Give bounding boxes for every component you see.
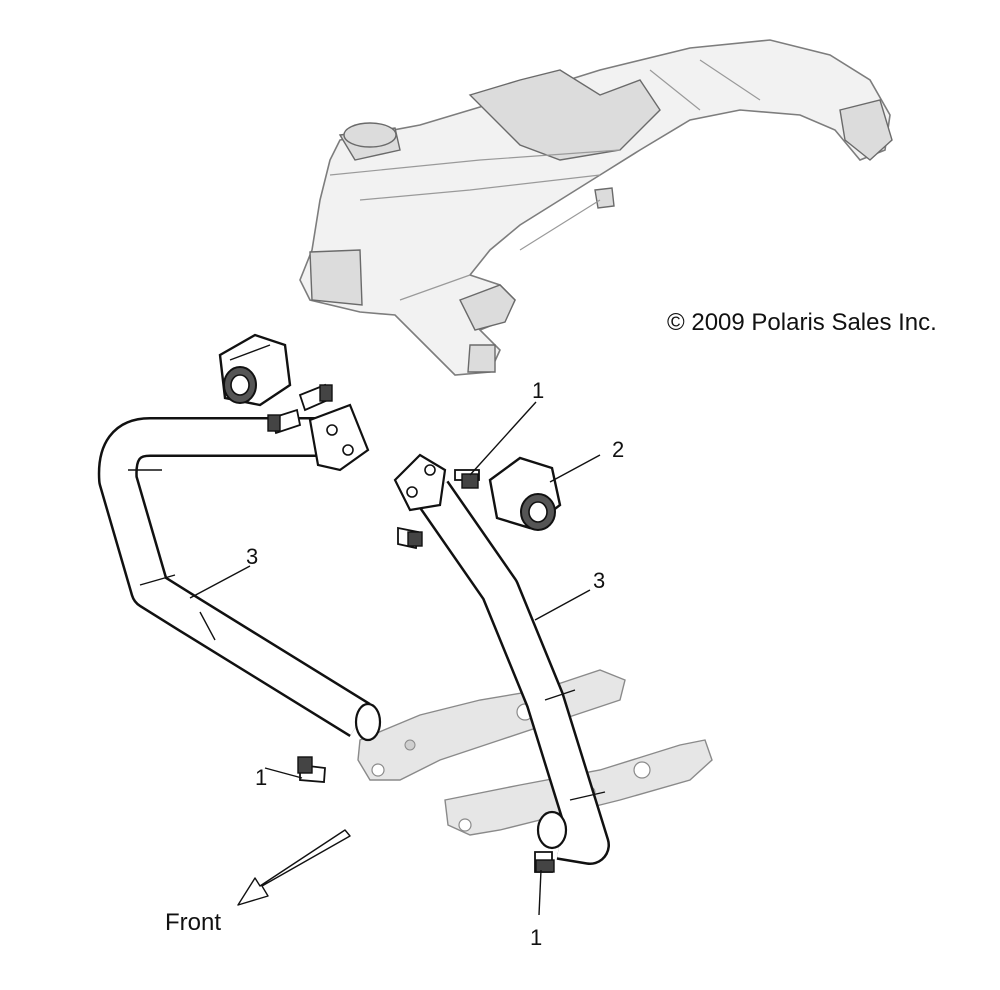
rubber-mount-left	[218, 333, 292, 407]
front-arrow-icon	[237, 829, 351, 906]
callout-bar-right: 3	[593, 568, 605, 593]
bolt-bottom	[534, 851, 555, 873]
bumper-bar-left	[97, 403, 382, 742]
copyright-notice: © 2009 Polaris Sales Inc.	[667, 309, 937, 336]
bolt-upper-left-a	[298, 383, 333, 412]
bolt-lower-left	[297, 756, 326, 783]
callout-bolt-upper-center: 1	[532, 378, 544, 403]
bolt-upper-left-b	[267, 408, 302, 435]
leader-lines	[189, 401, 601, 916]
vehicle-frame	[299, 39, 893, 376]
callout-mount-right: 2	[612, 437, 624, 462]
callout-bolt-lower-left: 1	[255, 765, 267, 790]
callout-bar-left: 3	[246, 544, 258, 569]
bolt-upper-center	[454, 469, 480, 489]
bumper-bar-right	[393, 453, 610, 865]
bolt-mid-right	[397, 526, 423, 550]
callout-bolt-bottom: 1	[530, 925, 542, 950]
front-label: Front	[165, 909, 221, 936]
rubber-mount-right	[488, 456, 562, 531]
